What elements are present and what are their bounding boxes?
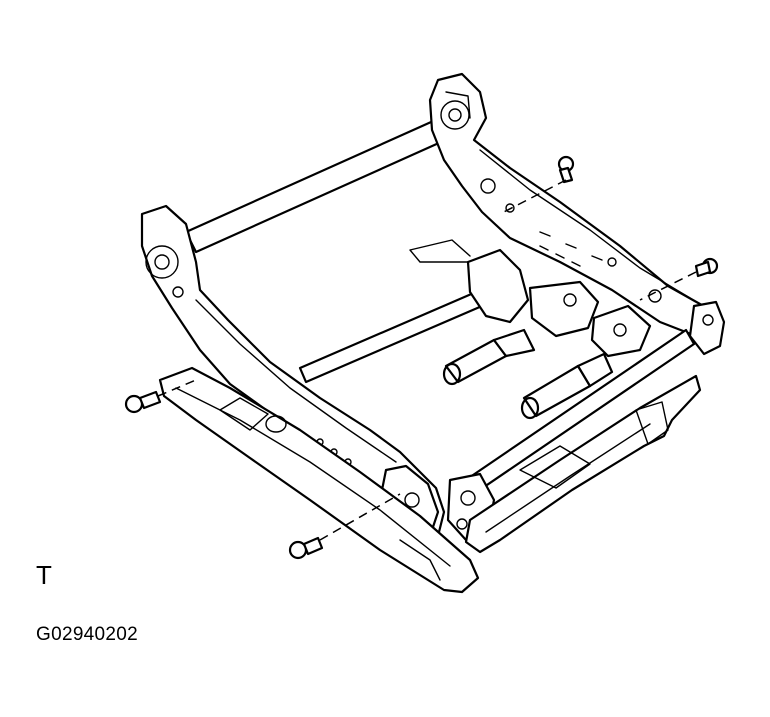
mounting-bolt-top-right: [499, 155, 575, 215]
mounting-bolt-front: [288, 493, 401, 560]
power-seat-motor-front: [442, 328, 536, 386]
right-front-bracket: [688, 300, 726, 356]
seat-adjuster-rail-left: [158, 366, 480, 594]
seat-adjuster-rail-right: [464, 374, 702, 554]
mounting-bolt-left: [124, 379, 197, 414]
mounting-bolt-right: [639, 257, 719, 301]
view-letter: T: [36, 560, 52, 590]
rear-cross-tube: [184, 114, 455, 254]
seat-frame-left: [140, 204, 446, 542]
power-seat-motor-rear: [520, 352, 614, 420]
figure-code: G02940202: [36, 624, 139, 645]
center-gearbox: [409, 239, 652, 358]
